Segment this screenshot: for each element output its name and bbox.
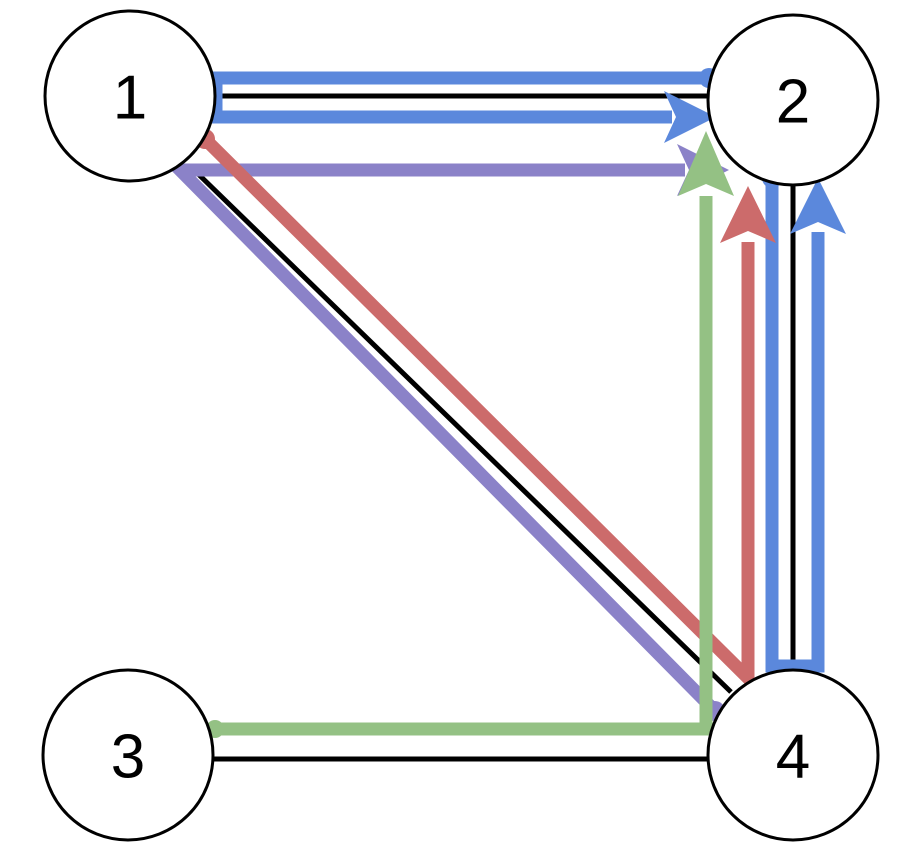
node-3-label: 3 xyxy=(111,723,145,792)
base-edge-layer xyxy=(190,93,796,762)
node-1-label: 1 xyxy=(113,64,147,133)
node-1[interactable]: 1 xyxy=(43,9,217,183)
node-3-circle[interactable] xyxy=(41,668,215,842)
route-blue-right[interactable] xyxy=(762,168,846,673)
route-green-path[interactable] xyxy=(215,196,713,736)
node-layer: 1 2 3 4 xyxy=(41,9,880,842)
node-4-circle[interactable] xyxy=(706,668,880,842)
route-red[interactable] xyxy=(195,129,776,694)
node-4-label: 4 xyxy=(776,723,810,792)
route-blue-right-path[interactable] xyxy=(765,178,825,673)
route-purple[interactable] xyxy=(164,144,729,721)
route-blue-right-arrowhead xyxy=(790,178,846,234)
node-3[interactable]: 3 xyxy=(41,668,215,842)
route-blue-arrowhead xyxy=(664,91,716,143)
route-blue[interactable] xyxy=(209,68,719,143)
node-2[interactable]: 2 xyxy=(706,13,880,187)
route-green-arrowhead xyxy=(678,131,734,196)
route-red-arrowhead xyxy=(720,186,776,243)
route-red-path[interactable] xyxy=(200,134,755,694)
node-2-circle[interactable] xyxy=(706,13,880,187)
base-edge-1-4 xyxy=(190,166,733,694)
node-2-label: 2 xyxy=(776,68,810,137)
node-1-circle[interactable] xyxy=(43,9,217,183)
route-purple-path[interactable] xyxy=(164,163,720,716)
node-4[interactable]: 4 xyxy=(706,668,880,842)
